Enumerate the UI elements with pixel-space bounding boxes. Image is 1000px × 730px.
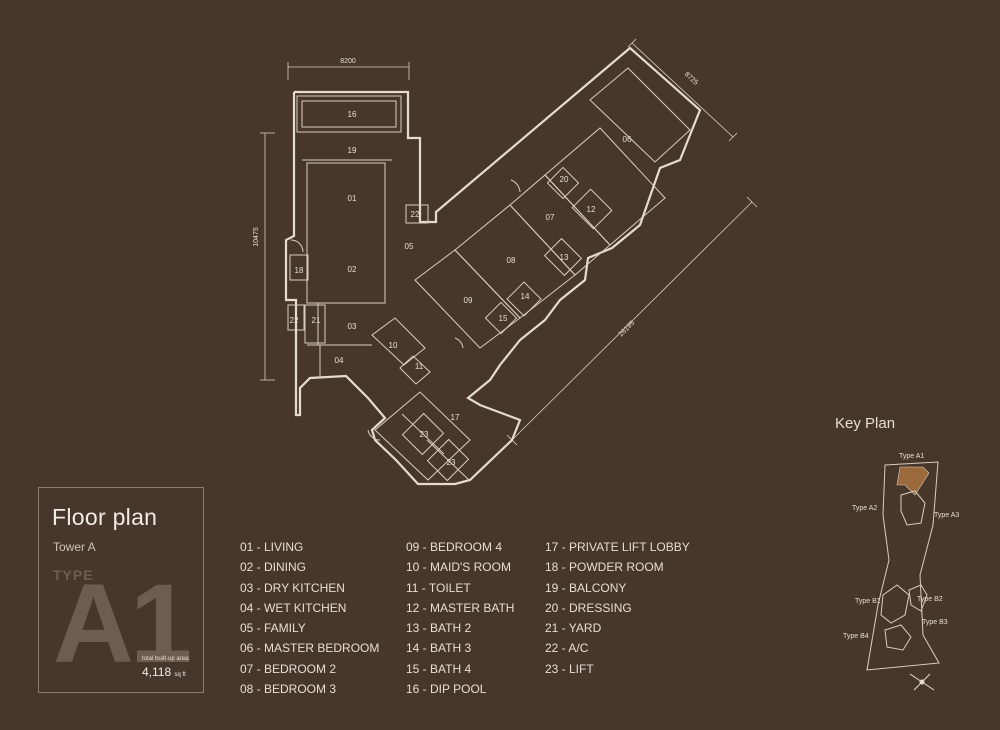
room-label-23a: 23 — [420, 430, 429, 439]
room-label-05: 05 — [405, 242, 414, 251]
key-plan-title: Key Plan — [835, 415, 896, 432]
room-label-21: 21 — [312, 316, 321, 325]
legend-item: 17 - PRIVATE LIFT LOBBY — [545, 540, 690, 554]
room-label-19: 19 — [348, 146, 357, 155]
legend-item: 19 - BALCONY — [545, 580, 627, 595]
tower-label: Tower A — [53, 540, 96, 554]
room-label-13: 13 — [560, 253, 569, 262]
legend-item: 15 - BATH 4 — [406, 661, 472, 676]
legend-column-3: 17 - PRIVATE LIFT LOBBY 18 - POWDER ROOM… — [545, 537, 690, 679]
legend-item: 22 - A/C — [545, 641, 589, 656]
legend-item: 02 - DINING — [240, 560, 307, 575]
legend-item: 20 - DRESSING — [545, 600, 632, 615]
legend-item: 23 - LIFT — [545, 661, 594, 676]
room-label-10: 10 — [389, 341, 398, 350]
room-label-15: 15 — [499, 314, 508, 323]
key-label-b3: Type B3 — [922, 619, 948, 626]
area-value-line: 4,118 sq ft — [142, 665, 186, 679]
room-label-16: 16 — [348, 110, 357, 119]
dimension-lines — [260, 38, 758, 446]
area-value: 4,118 — [142, 665, 172, 679]
room-label-18: 18 — [295, 266, 304, 275]
key-label-a2: Type A2 — [852, 505, 877, 512]
legend-item: 05 - FAMILY — [240, 621, 306, 636]
room-number-labels: 16 19 01 02 03 04 05 06 07 08 09 10 11 1… — [290, 110, 632, 467]
legend-item: 09 - BEDROOM 4 — [406, 540, 503, 554]
dim-width: 8200 — [340, 58, 356, 65]
floor-plan-title: Floor plan — [52, 504, 158, 530]
room-label-07: 07 — [546, 213, 555, 222]
legend-item: 14 - BATH 3 — [406, 641, 472, 656]
area-unit: sq ft — [174, 672, 186, 678]
legend-item: 11 - TOILET — [406, 580, 471, 595]
room-label-06: 06 — [623, 135, 632, 144]
legend-item: 13 - BATH 2 — [406, 621, 472, 636]
key-label-b2: Type B2 — [917, 596, 943, 603]
room-label-23b: 23 — [447, 458, 456, 467]
room-label-03: 03 — [348, 322, 357, 331]
key-label-b4: Type B4 — [843, 633, 869, 640]
compass-icon — [909, 673, 935, 691]
room-label-08: 08 — [507, 256, 516, 265]
legend-item: 16 - DIP POOL — [406, 682, 487, 697]
legend-item: 21 - YARD — [545, 621, 602, 636]
legend-item: 01 - LIVING — [240, 540, 304, 554]
type-a1-highlight — [896, 466, 930, 496]
room-label-17: 17 — [451, 413, 460, 422]
area-label: total built-up area: — [142, 656, 191, 662]
room-label-22b: 22 — [411, 210, 420, 219]
type-label: TYPE — [53, 567, 94, 583]
legend-column-2: 09 - BEDROOM 4 10 - MAID'S ROOM 11 - TOI… — [406, 537, 514, 699]
type-code: A1 — [53, 561, 192, 686]
room-label-01: 01 — [348, 194, 357, 203]
key-label-a3: Type A3 — [934, 512, 959, 519]
room-label-02: 02 — [348, 265, 357, 274]
legend-item: 12 - MASTER BATH — [406, 600, 515, 615]
outer-walls — [284, 46, 702, 486]
legend-item: 08 - BEDROOM 3 — [240, 682, 337, 697]
legend-column-1: 01 - LIVING 02 - DINING 03 - DRY KITCHEN… — [240, 537, 379, 699]
room-label-22a: 22 — [290, 316, 299, 325]
dim-height: 10475 — [253, 227, 260, 247]
key-plan-diagram: Type A1 Type A2 Type A3 Type B1 Type B2 … — [843, 453, 959, 691]
legend-item: 10 - MAID'S ROOM — [406, 560, 511, 575]
room-label-12: 12 — [587, 205, 596, 214]
room-label-09: 09 — [464, 296, 473, 305]
legend-item: 07 - BEDROOM 2 — [240, 661, 337, 676]
legend-item: 03 - DRY KITCHEN — [240, 580, 345, 595]
legend-item: 04 - WET KITCHEN — [240, 600, 347, 615]
dim-diag-long: 26195 — [618, 320, 637, 339]
room-label-11: 11 — [415, 362, 424, 371]
room-label-20: 20 — [560, 175, 569, 184]
legend-item: 18 - POWDER ROOM — [545, 560, 664, 575]
key-label-a1: Type A1 — [899, 453, 924, 460]
dim-diag-short: 8725 — [683, 71, 699, 87]
room-label-04: 04 — [335, 356, 344, 365]
title-box: Floor plan Tower A A1 TYPE total built-u… — [38, 487, 204, 693]
key-label-b1: Type B1 — [855, 598, 881, 605]
room-label-14: 14 — [521, 292, 530, 301]
legend-item: 06 - MASTER BEDROOM — [240, 641, 380, 656]
